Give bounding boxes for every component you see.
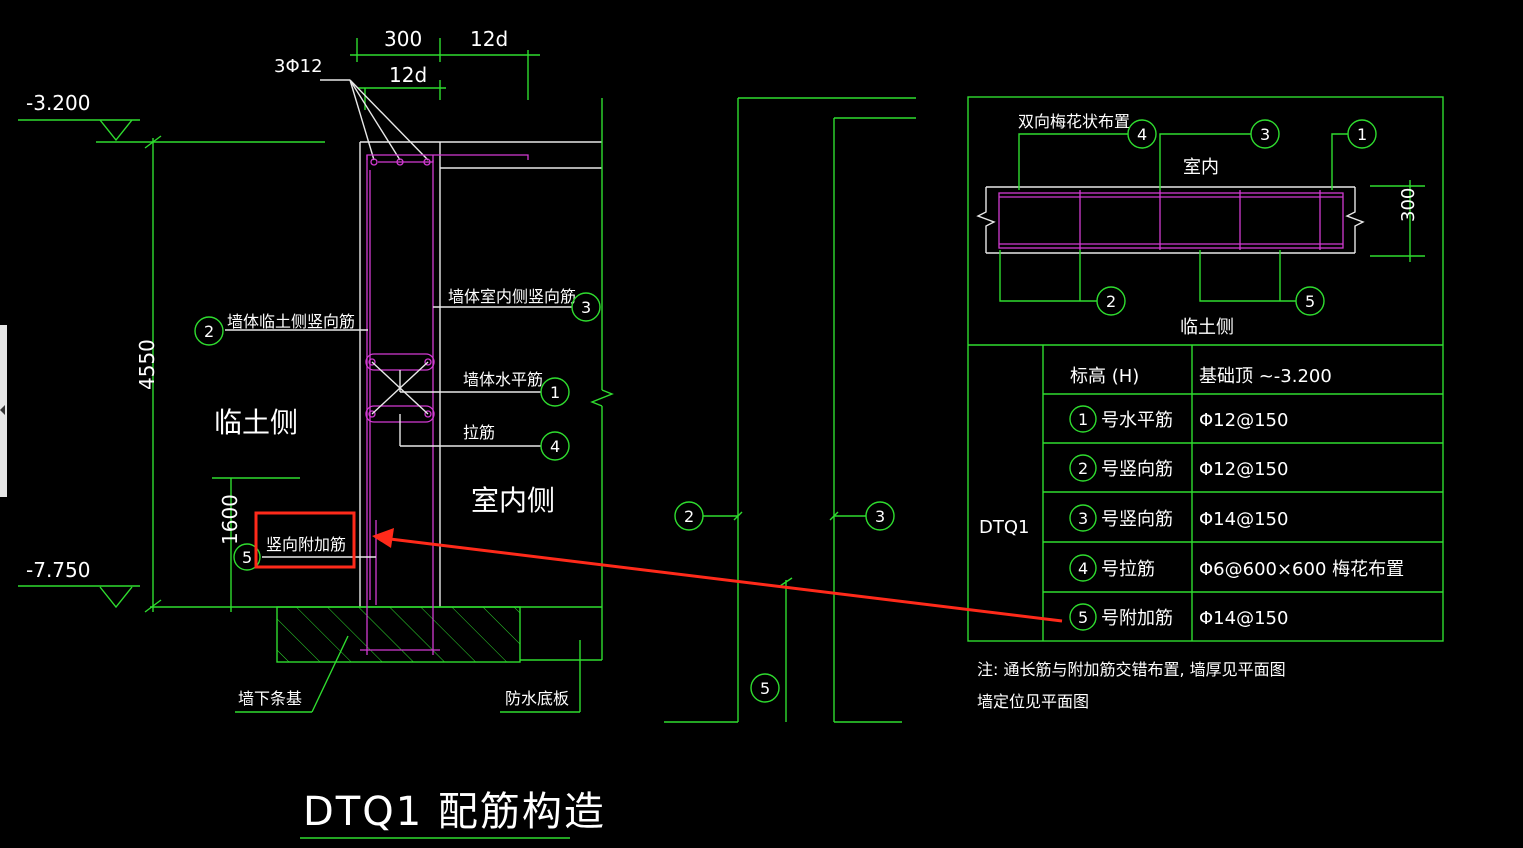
label-soil-side: 临土侧 — [214, 406, 298, 439]
label-indoor-plan: 室内 — [1183, 157, 1219, 178]
highlight-box — [254, 511, 356, 569]
dim-1600: 1600 — [218, 494, 242, 545]
table-wall-id: DTQ1 — [979, 517, 1029, 538]
dim-12d-top: 12d — [470, 27, 508, 51]
table-row: 2 号竖向筋 Φ12@150 — [1069, 454, 1288, 482]
arrowhead-icon — [372, 528, 394, 548]
table-header-value: 基础顶 ~-3.200 — [1199, 366, 1332, 387]
table-row: 4 号拉筋 Φ6@600×600 梅花布置 — [1069, 554, 1404, 582]
row-name: 号竖向筋 — [1101, 509, 1173, 530]
row-num: 2 — [1078, 459, 1088, 478]
plan-and-table: 双向梅花状布置 室内 临土侧 300 4 3 1 2 5 — [967, 96, 1444, 711]
callout-5-elevation: 5 — [760, 679, 770, 698]
row-num: 1 — [1078, 410, 1088, 429]
dim-300-top: 300 — [384, 27, 422, 51]
dim-12d-inner: 12d — [389, 63, 427, 87]
row-name: 号拉筋 — [1101, 559, 1155, 580]
elev-bottom-label: -7.750 — [26, 558, 90, 582]
label-wall-indoor-vertical: 墙体室内侧竖向筋 — [448, 287, 576, 306]
label-tie: 拉筋 — [463, 423, 495, 442]
row-value: Φ6@600×600 梅花布置 — [1199, 559, 1404, 580]
label-indoor-side: 室内侧 — [471, 484, 555, 517]
row-name: 号附加筋 — [1101, 608, 1173, 629]
drawing-title: DTQ1 配筋构造 — [303, 789, 606, 835]
label-strip-footing: 墙下条基 — [238, 689, 302, 708]
row-value: Φ14@150 — [1199, 509, 1288, 530]
callout-4-plan: 4 — [1137, 125, 1147, 144]
elev-top-label: -3.200 — [26, 91, 90, 115]
table-row: 3 号竖向筋 Φ14@150 — [1069, 504, 1288, 532]
dim-4550: 4550 — [135, 339, 159, 390]
callout-1-section: 1 — [550, 383, 560, 402]
label-added-vertical: 竖向附加筋 — [266, 535, 346, 554]
table-row: 5 号附加筋 Φ14@150 — [1069, 603, 1288, 631]
callout-3-section: 3 — [581, 298, 591, 317]
table-row: 1 号水平筋 Φ12@150 — [1069, 405, 1288, 433]
row-value: Φ14@150 — [1199, 608, 1288, 629]
label-waterproof-slab: 防水底板 — [505, 689, 569, 708]
row-value: Φ12@150 — [1199, 410, 1288, 431]
callout-5-section: 5 — [242, 548, 252, 567]
row-value: Φ12@150 — [1199, 459, 1288, 480]
note-line-1: 注: 通长筋与附加筋交错布置, 墙厚见平面图 — [977, 660, 1286, 679]
wall-section: 300 12d 12d 3Φ12 -3.200 -7.750 4550 1600 — [18, 27, 614, 713]
row-num: 4 — [1078, 559, 1088, 578]
callout-2-section: 2 — [204, 322, 214, 341]
dim-300-plan: 300 — [1398, 188, 1419, 222]
label-wall-soil-vertical: 墙体临土侧竖向筋 — [227, 312, 355, 331]
row-name: 号竖向筋 — [1101, 459, 1173, 480]
label-wall-horizontal: 墙体水平筋 — [463, 370, 543, 389]
row-num: 3 — [1078, 509, 1088, 528]
callout-2-elevation: 2 — [684, 507, 694, 526]
callout-3-elevation: 3 — [875, 507, 885, 526]
table-header-label: 标高 (H) — [1070, 366, 1139, 387]
label-plum-layout: 双向梅花状布置 — [1018, 112, 1130, 131]
callout-5-plan: 5 — [1305, 292, 1315, 311]
callout-1-plan: 1 — [1357, 125, 1367, 144]
collapse-arrow-icon[interactable] — [0, 405, 5, 415]
label-soil-plan: 临土侧 — [1180, 317, 1234, 338]
callout-4-section: 4 — [550, 437, 560, 456]
wall-elevation: 2 3 5 — [664, 97, 916, 723]
row-num: 5 — [1078, 608, 1088, 627]
window-edge-tab[interactable] — [0, 325, 7, 497]
label-3phi12: 3Φ12 — [274, 56, 323, 77]
callout-2-plan: 2 — [1106, 292, 1116, 311]
callout-3-plan: 3 — [1260, 125, 1270, 144]
highlight-arrow — [389, 537, 1063, 623]
note-line-2: 墙定位见平面图 — [977, 692, 1089, 711]
row-name: 号水平筋 — [1101, 410, 1173, 431]
